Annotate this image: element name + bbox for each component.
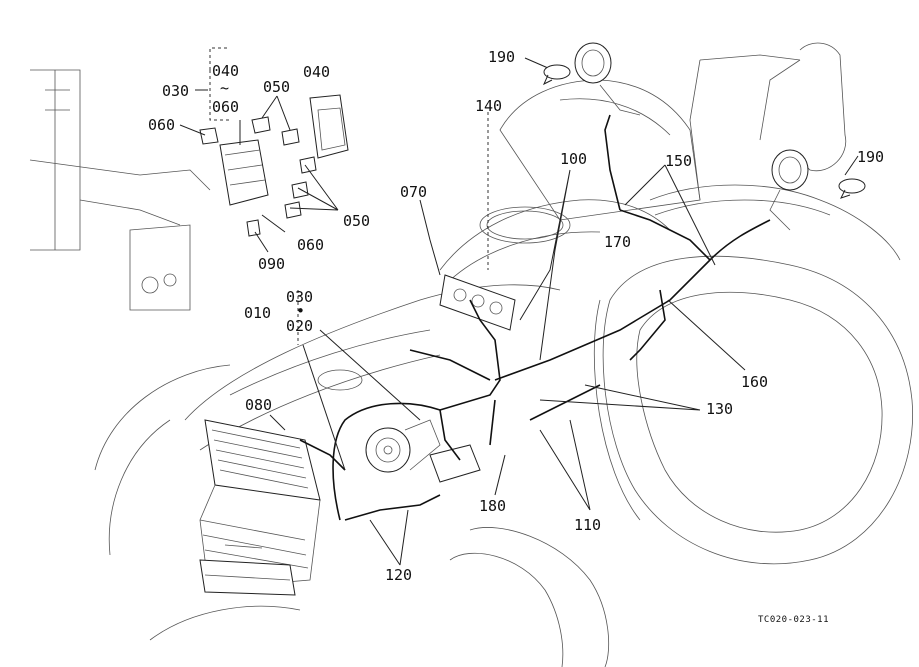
callout-140: 140 [475,97,502,115]
callout-060-a: 060 [212,98,239,116]
callout-050-top: 050 [263,78,290,96]
callout-170: 170 [604,233,631,251]
callout-030-top: 030 [162,82,189,100]
leader-lines [179,47,859,566]
callout-130: 130 [706,400,733,418]
callout-030-mid: 030 [286,288,313,306]
callout-060-c: 060 [297,236,324,254]
callout-bullet: • [296,302,305,320]
callout-180: 180 [479,497,506,515]
callout-040-a: 040 [212,62,239,80]
callout-100: 100 [560,150,587,168]
callout-120: 120 [385,566,412,584]
drawing-reference-number: TC020-023-11 [758,615,829,625]
callout-060-b: 060 [148,116,175,134]
callout-090: 090 [258,255,285,273]
clamp-190-left [542,64,571,86]
callout-tilde: ~ [220,79,229,97]
callout-010: 010 [244,304,271,322]
callout-080: 080 [245,396,272,414]
callout-110: 110 [574,516,601,534]
callout-070: 070 [400,183,427,201]
tractor-line-art [29,42,914,667]
callout-150: 150 [665,152,692,170]
callout-020: 020 [286,317,313,335]
callout-160: 160 [741,373,768,391]
relay-box-exploded [199,94,349,237]
callout-190-left: 190 [488,48,515,66]
callout-190-right: 190 [857,148,884,166]
clamp-190-right [838,178,866,199]
callout-050-bot: 050 [343,212,370,230]
callout-040-b: 040 [303,63,330,81]
wiring-harness [299,114,771,521]
